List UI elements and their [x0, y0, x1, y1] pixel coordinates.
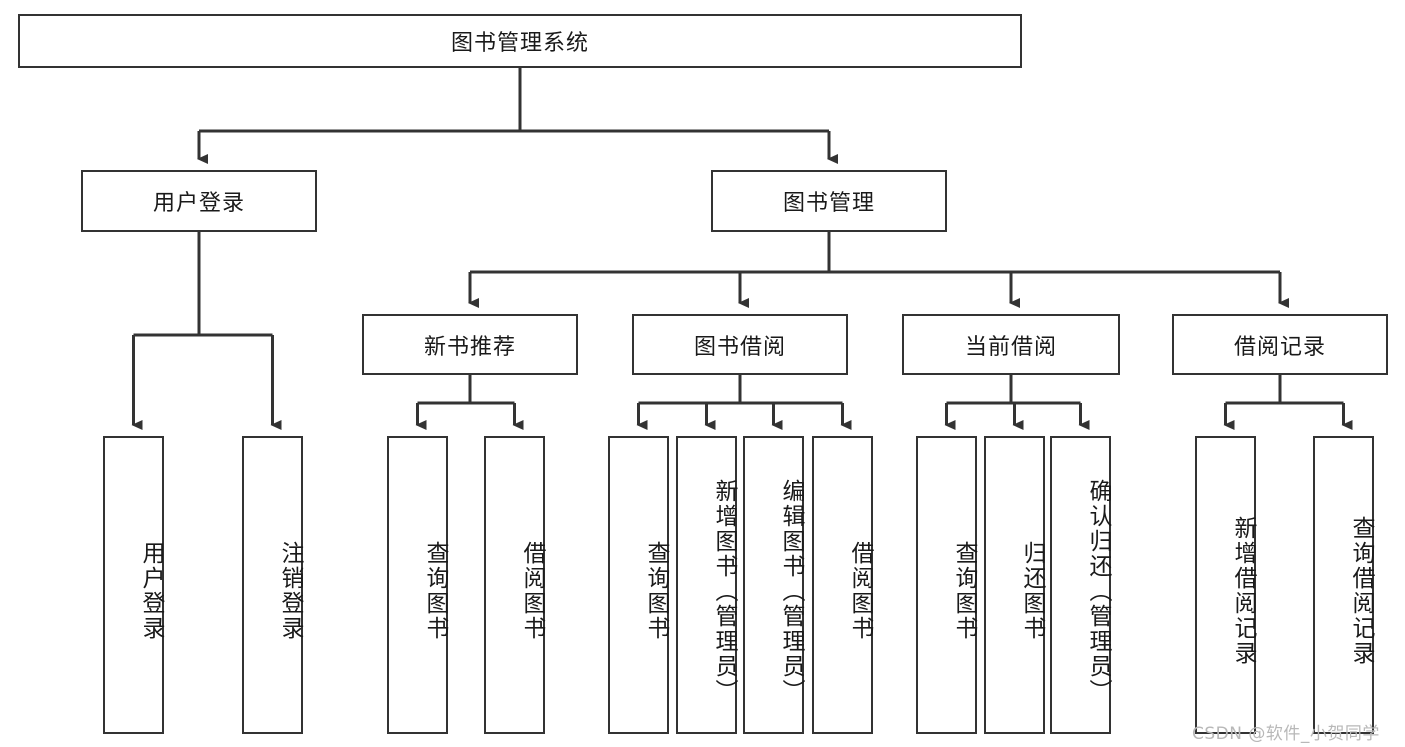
node-leaf-logout[interactable]: 注销登录 [242, 436, 303, 734]
node-label: 新增借阅记录 [1230, 516, 1256, 666]
node-label: 借阅记录 [1233, 334, 1326, 360]
node-label: 借阅图书 [847, 541, 873, 641]
node-label: 查询图书 [643, 541, 669, 641]
node-label: 用户登录 [152, 191, 245, 216]
node-leaf-query-book-3[interactable]: 查询图书 [916, 436, 977, 734]
node-new-book-recommend[interactable]: 新书推荐 [362, 314, 578, 375]
node-user-login[interactable]: 用户登录 [81, 170, 317, 232]
node-label: 当前借阅 [964, 334, 1057, 360]
node-leaf-borrow-book-1[interactable]: 借阅图书 [484, 436, 545, 734]
node-borrow-record[interactable]: 借阅记录 [1172, 314, 1388, 375]
node-leaf-confirm-return[interactable]: 确认归还（管理员） [1050, 436, 1111, 734]
node-label: 新书推荐 [423, 334, 516, 360]
node-leaf-add-record[interactable]: 新增借阅记录 [1195, 436, 1256, 734]
node-label: 注销登录 [277, 541, 303, 641]
node-label: 查询图书 [951, 541, 977, 641]
node-label: 查询借阅记录 [1348, 516, 1374, 666]
node-label: 图书管理 [782, 191, 875, 216]
node-book-borrow[interactable]: 图书借阅 [632, 314, 848, 375]
node-label: 确认归还（管理员） [1085, 478, 1111, 704]
node-leaf-query-record[interactable]: 查询借阅记录 [1313, 436, 1374, 734]
csdn-watermark: CSDN @软件_小贺同学 [1192, 724, 1380, 744]
node-label: 查询图书 [422, 541, 448, 641]
node-label: 新增图书（管理员） [711, 478, 737, 704]
node-label: 图书管理系统 [450, 31, 589, 56]
node-leaf-edit-book[interactable]: 编辑图书（管理员） [743, 436, 804, 734]
node-leaf-user-login[interactable]: 用户登录 [103, 436, 164, 734]
node-leaf-query-book-2[interactable]: 查询图书 [608, 436, 669, 734]
node-leaf-return-book[interactable]: 归还图书 [984, 436, 1045, 734]
node-label: 借阅图书 [519, 541, 545, 641]
node-current-borrow[interactable]: 当前借阅 [902, 314, 1120, 375]
node-label: 图书借阅 [693, 334, 786, 360]
node-label: 用户登录 [138, 541, 164, 641]
node-book-manage[interactable]: 图书管理 [711, 170, 947, 232]
node-leaf-query-book-1[interactable]: 查询图书 [387, 436, 448, 734]
node-leaf-add-book[interactable]: 新增图书（管理员） [676, 436, 737, 734]
node-label: 编辑图书（管理员） [778, 478, 804, 704]
node-label: 归还图书 [1019, 541, 1045, 641]
node-root[interactable]: 图书管理系统 [18, 14, 1022, 68]
node-leaf-borrow-book-2[interactable]: 借阅图书 [812, 436, 873, 734]
